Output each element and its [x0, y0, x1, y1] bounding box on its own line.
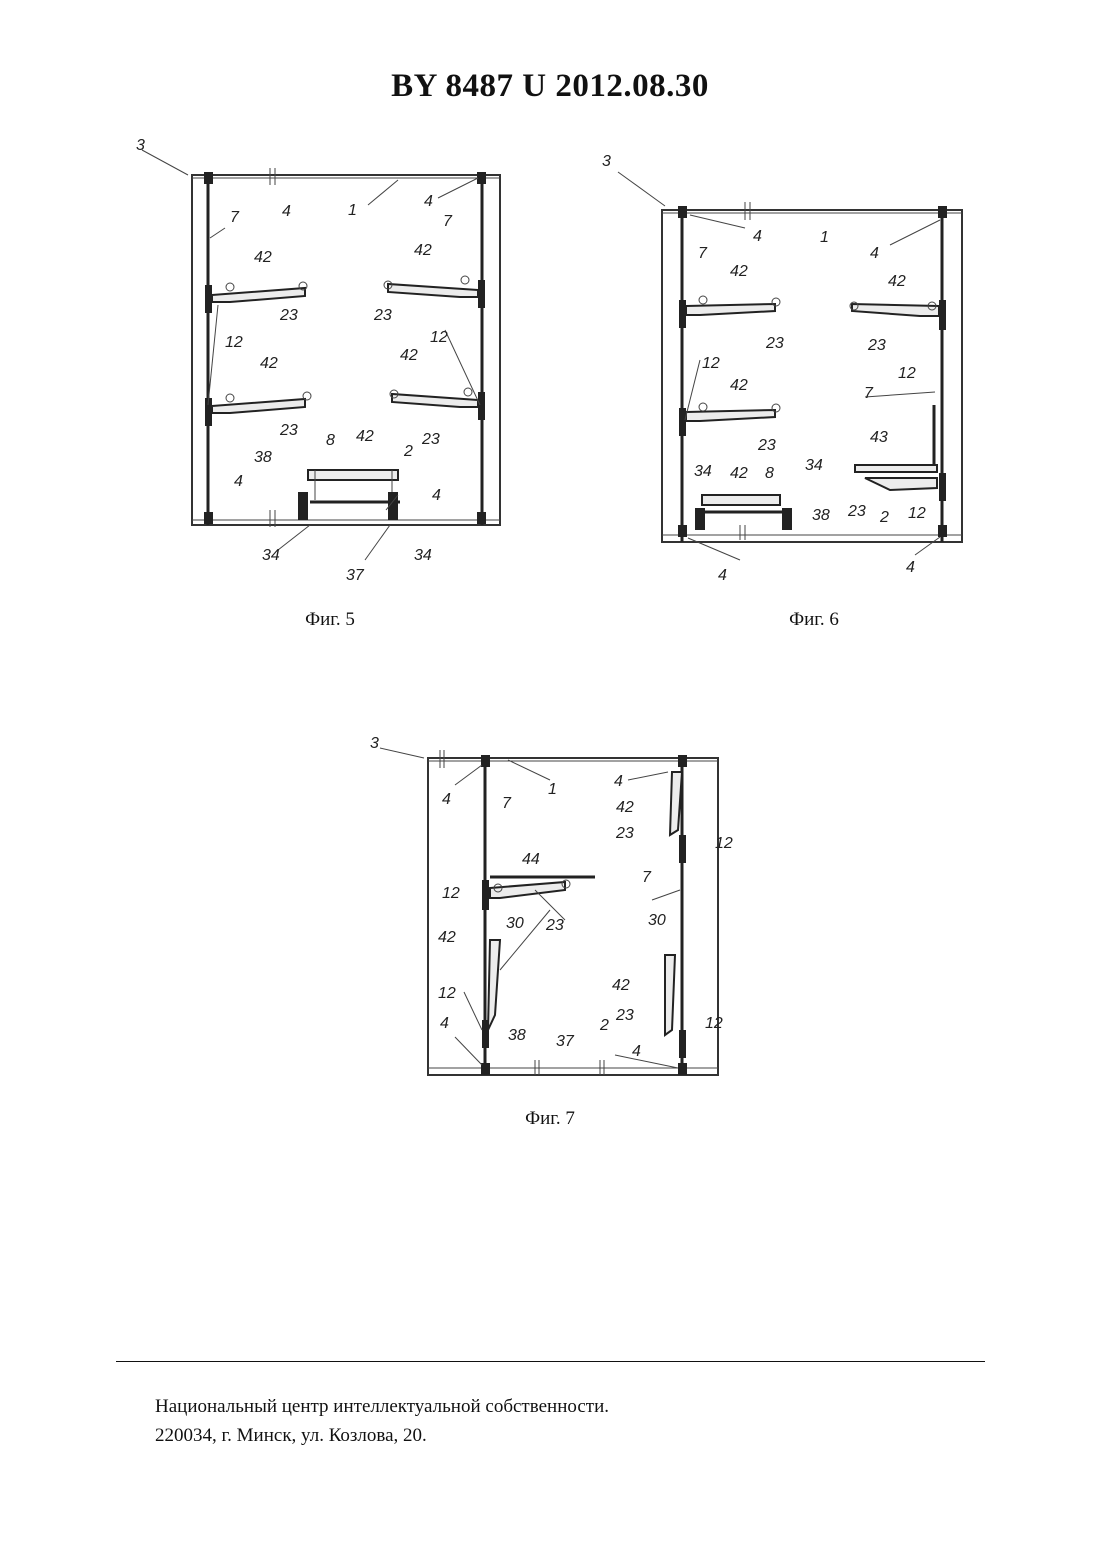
fig6-label: 12	[702, 355, 720, 372]
fig6-label: 34	[694, 463, 712, 480]
fig6-label: 23	[847, 503, 866, 520]
fig5-label: 3	[136, 137, 145, 154]
fig5-label: 37	[346, 567, 365, 584]
fig7-label: 37	[556, 1033, 575, 1050]
figure-6-drawing: 3 4 1 4 7 42 42 23 23 12 12 7 42 23 43 3…	[590, 140, 975, 585]
fig7-label: 23	[545, 917, 564, 934]
footer-organization: Национальный центр интеллектуальной собс…	[155, 1392, 609, 1421]
patent-header: BY 8487 U 2012.08.30	[0, 68, 1100, 105]
fig5-label: 42	[254, 249, 272, 266]
fig5-label: 7	[230, 209, 240, 226]
fig5-label: 8	[326, 432, 335, 449]
figure-7-caption: Фиг. 7	[450, 1108, 650, 1130]
fig5-label: 1	[348, 202, 357, 219]
fig6-label: 43	[870, 429, 888, 446]
fig7-label: 42	[616, 799, 634, 816]
fig6-label: 4	[906, 559, 915, 576]
fig5-label: 4	[432, 487, 441, 504]
footer: Национальный центр интеллектуальной собс…	[155, 1392, 609, 1450]
fig7-label: 4	[442, 791, 451, 808]
fig5-label: 42	[356, 428, 374, 445]
fig5-label: 23	[279, 307, 298, 324]
fig6-label: 7	[864, 385, 874, 402]
fig6-label: 23	[867, 337, 886, 354]
fig6-label: 34	[805, 457, 823, 474]
fig7-label: 30	[506, 915, 524, 932]
fig7-label: 4	[632, 1043, 641, 1060]
fig7-label: 30	[648, 912, 666, 929]
fig5-label: 23	[421, 431, 440, 448]
fig7-label: 12	[715, 835, 733, 852]
fig5-label: 7	[443, 213, 453, 230]
fig7-label: 12	[438, 985, 456, 1002]
fig7-label: 23	[615, 1007, 634, 1024]
fig5-label: 23	[373, 307, 392, 324]
fig6-label: 12	[898, 365, 916, 382]
fig6-label: 23	[757, 437, 776, 454]
fig6-label: 42	[730, 377, 748, 394]
fig6-label: 4	[753, 228, 762, 245]
footer-divider	[116, 1361, 985, 1362]
fig6-label: 8	[765, 465, 774, 482]
fig7-label: 7	[642, 869, 652, 886]
fig7-label: 3	[370, 735, 379, 752]
fig7-label: 42	[612, 977, 630, 994]
fig6-label: 4	[870, 245, 879, 262]
fig6-label: 23	[765, 335, 784, 352]
figure-6-caption: Фиг. 6	[714, 609, 914, 631]
figure-5-drawing: 3 4 1 4 7 7 42 42 23 23 12 12 42 42 23 2…	[130, 130, 520, 600]
fig6-label: 4	[718, 567, 727, 584]
fig6-label: 1	[820, 229, 829, 246]
fig5-label: 2	[403, 443, 413, 460]
fig5-label: 34	[414, 547, 432, 564]
fig7-label: 12	[442, 885, 460, 902]
fig5-label: 34	[262, 547, 280, 564]
fig7-label: 23	[615, 825, 634, 842]
fig6-label: 2	[879, 509, 889, 526]
fig7-label: 1	[548, 781, 557, 798]
fig6-label: 7	[698, 245, 708, 262]
fig6-label: 12	[908, 505, 926, 522]
fig5-label: 23	[279, 422, 298, 439]
figure-5-caption: Фиг. 5	[230, 609, 430, 631]
fig7-label: 42	[438, 929, 456, 946]
fig7-label: 38	[508, 1027, 526, 1044]
fig5-label: 4	[234, 473, 243, 490]
fig5-label: 42	[414, 242, 432, 259]
fig7-label: 4	[614, 773, 623, 790]
fig6-label: 42	[888, 273, 906, 290]
fig7-label: 4	[440, 1015, 449, 1032]
fig7-label: 12	[705, 1015, 723, 1032]
fig5-label: 12	[225, 334, 243, 351]
fig5-label: 38	[254, 449, 272, 466]
fig5-label: 42	[400, 347, 418, 364]
fig7-label: 2	[599, 1017, 609, 1034]
fig5-label: 42	[260, 355, 278, 372]
fig7-label: 7	[502, 795, 512, 812]
figure-7-drawing: 3 4 7 1 4 42 23 12 44 7 12 30 23 42 30 4…	[360, 730, 740, 1085]
fig6-label: 38	[812, 507, 830, 524]
fig6-label: 42	[730, 465, 748, 482]
fig5-label: 4	[282, 203, 291, 220]
fig7-label: 44	[522, 851, 540, 868]
fig5-label: 4	[424, 193, 433, 210]
fig5-label: 12	[430, 329, 448, 346]
footer-address: 220034, г. Минск, ул. Козлова, 20.	[155, 1421, 609, 1450]
fig6-label: 42	[730, 263, 748, 280]
fig6-label: 3	[602, 153, 611, 170]
